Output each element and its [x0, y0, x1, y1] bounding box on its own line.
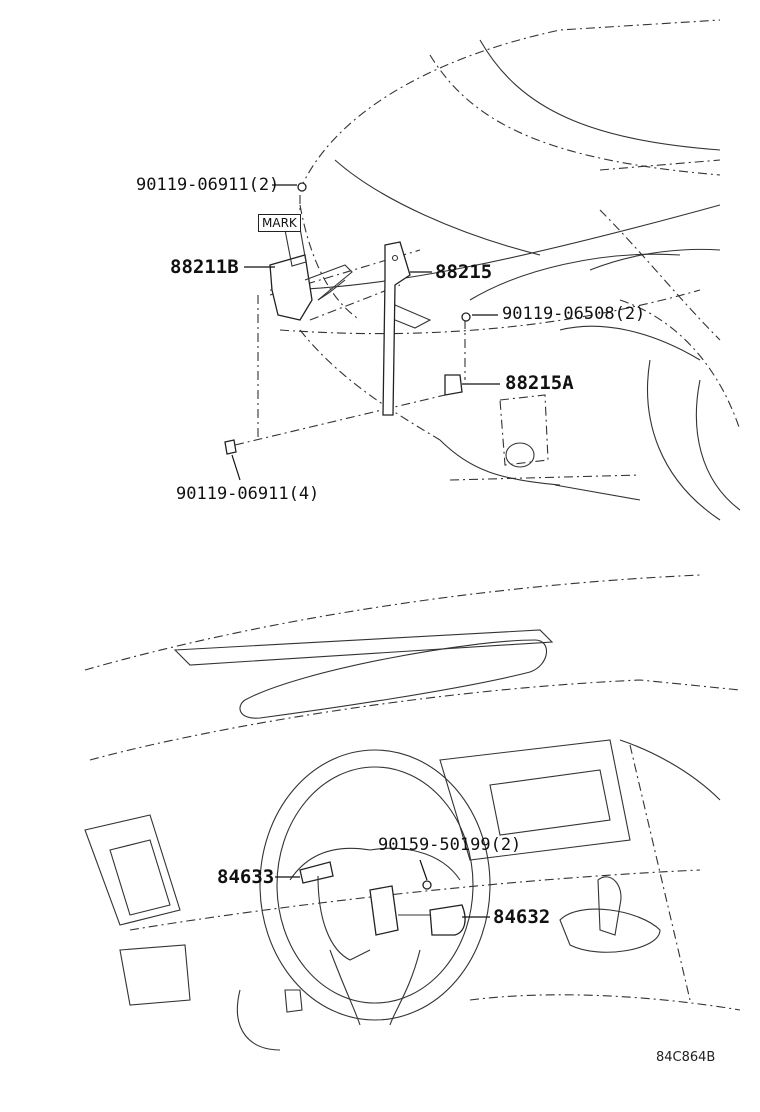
callout-switch-right: 84632: [493, 906, 551, 928]
figure-code: 84C864B: [656, 1050, 716, 1065]
callout-bolt-right: 90119-06508(2): [502, 304, 646, 324]
callout-switch-left: 84633: [217, 866, 275, 888]
callout-screw-wheel: 90159-50199(2): [378, 835, 522, 855]
bolt-bottom-part: [224, 439, 237, 455]
steering-wheel-outline: [236, 749, 491, 1051]
vehicle-front-outline: [269, 19, 741, 521]
callout-bracket-a: 88215A: [505, 372, 574, 394]
callout-bracket: 88215: [435, 261, 493, 283]
bottom-leaders: [275, 859, 490, 918]
callout-bolt-bottom: 90119-06911(4): [176, 484, 320, 504]
dashboard-outline: [84, 574, 741, 1011]
height-sensor-part: [269, 182, 353, 321]
callout-bolt-top: 90119-06911(2): [136, 175, 280, 195]
bracket-88215-part: [382, 241, 411, 416]
steering-switch-parts: [299, 861, 466, 961]
top-leaders: [231, 184, 500, 481]
callout-sensor: 88211B: [170, 256, 239, 278]
bracket-88215a-part: [444, 312, 471, 396]
mark-label: MARK: [258, 214, 301, 232]
